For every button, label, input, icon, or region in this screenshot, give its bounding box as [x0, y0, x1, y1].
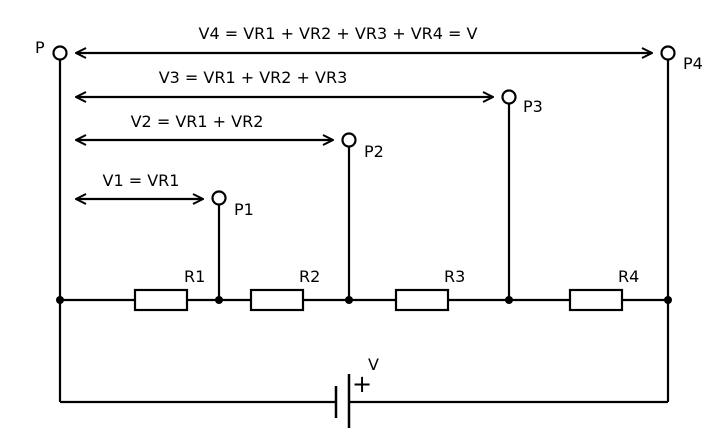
terminal-p: [52, 45, 68, 61]
resistor-r3: [394, 288, 450, 312]
junction-dot-right: [664, 296, 672, 304]
label-resistor-r1: R1: [184, 267, 205, 286]
label-terminal-p3: P3: [523, 97, 543, 116]
equation-v4: V4 = VR1 + VR2 + VR3 + VR4 = V: [199, 24, 478, 43]
terminal-p4: [660, 45, 676, 61]
label-resistor-r2: R2: [299, 267, 320, 286]
label-terminal-p2: P2: [364, 142, 384, 161]
battery-symbol: [334, 374, 351, 428]
label-resistor-r3: R3: [444, 267, 465, 286]
junction-dot-p2: [345, 296, 353, 304]
label-terminal-p1: P1: [234, 200, 254, 219]
junction-dot-p1: [215, 296, 223, 304]
equation-v1: V1 = VR1: [103, 171, 180, 190]
equation-v2: V2 = VR1 + VR2: [131, 112, 264, 131]
resistor-r1: [133, 288, 189, 312]
terminal-p1: [211, 190, 227, 206]
label-resistor-r4: R4: [618, 267, 639, 286]
equation-v3: V3 = VR1 + VR2 + VR3: [159, 68, 348, 87]
junction-dot-p3: [505, 296, 513, 304]
label-battery-voltage: V: [368, 355, 379, 374]
label-terminal-p4: P4: [683, 54, 703, 73]
terminal-p3: [501, 89, 517, 105]
label-terminal-p: P: [35, 38, 45, 57]
terminal-p2: [341, 132, 357, 148]
label-battery-plus: +: [352, 370, 372, 398]
resistor-r4: [568, 288, 624, 312]
resistor-r2: [249, 288, 305, 312]
junction-dot-left: [56, 296, 64, 304]
